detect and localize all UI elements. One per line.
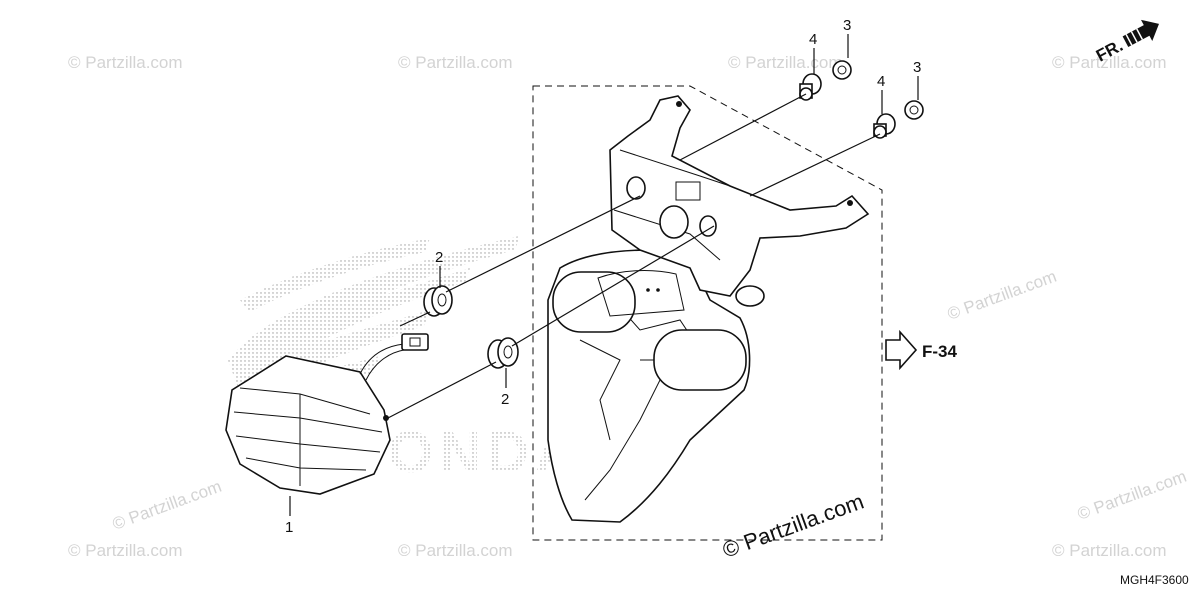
callout-1-light: 1 [285, 519, 293, 536]
callout-3-nut: 3 [843, 17, 851, 34]
watermark-main: © Partzilla.com [719, 489, 867, 563]
rear-fender-bracket [547, 249, 751, 523]
watermark: © Partzilla.com [398, 53, 513, 72]
arrow-right-icon [885, 329, 918, 371]
watermark: © Partzilla.com [945, 267, 1059, 324]
callout-2-grommet: 2 [501, 391, 509, 408]
alignment-lines [387, 93, 881, 419]
callout-4-collar: 4 [877, 73, 885, 90]
grommet-lower [487, 337, 519, 369]
grommet-upper [423, 285, 453, 317]
callout-labels: 1 2 2 3 3 4 4 [285, 17, 921, 536]
watermark: © Partzilla.com [110, 477, 224, 534]
upper-mount-bracket [609, 95, 870, 307]
direction-arrow-icon [1122, 19, 1159, 47]
watermark: © Partzilla.com [68, 53, 183, 72]
watermark: © Partzilla.com [1052, 541, 1167, 560]
tail-light-assembly [225, 333, 429, 495]
callout-leaders [289, 34, 919, 516]
drawing-code: MGH4F3600 [1120, 573, 1189, 587]
watermark: © Partzilla.com [398, 541, 513, 560]
collar-lower [873, 113, 896, 139]
watermark: © Partzilla.com [68, 541, 183, 560]
nut-upper [832, 60, 852, 80]
watermark: © Partzilla.com [1052, 53, 1167, 72]
nut-lower [904, 100, 924, 120]
watermark: © Partzilla.com [1075, 467, 1189, 524]
callout-2-grommet: 2 [435, 249, 443, 266]
callout-4-collar: 4 [809, 31, 817, 48]
reference-label: F-34 [922, 342, 958, 361]
reference-arrow: F-34 [885, 329, 958, 371]
callout-3-nut: 3 [913, 59, 921, 76]
watermark: © Partzilla.com [728, 53, 843, 72]
